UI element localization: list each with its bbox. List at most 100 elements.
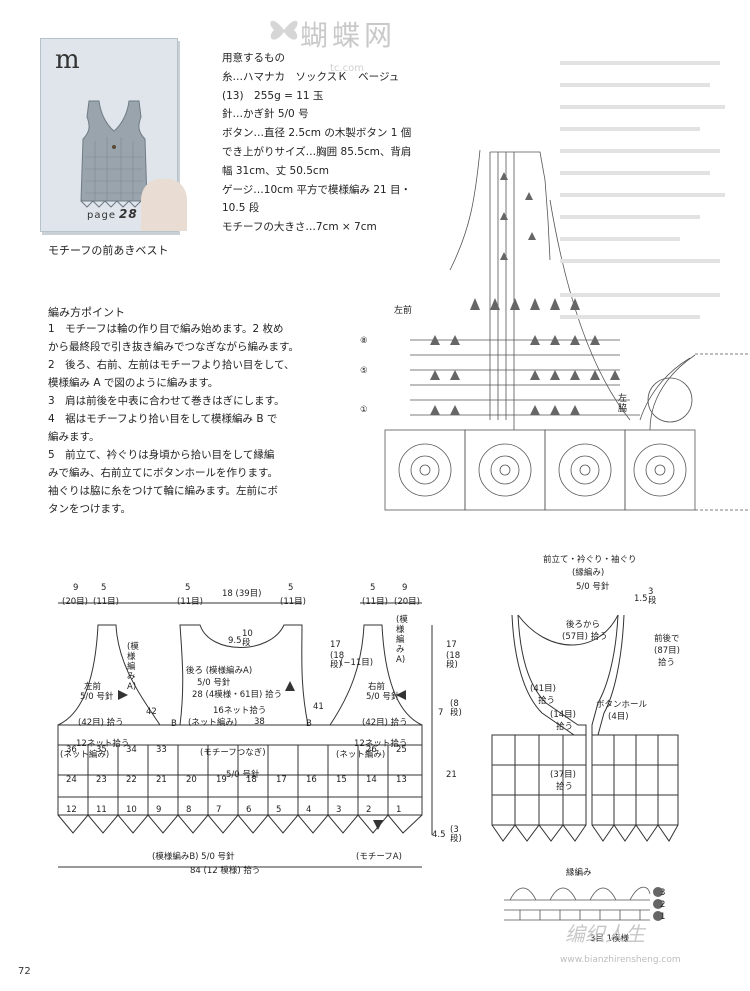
motif-cell-number: 8 bbox=[186, 805, 192, 815]
motif-cell-number: 22 bbox=[126, 775, 137, 785]
edging-base: 3目 1模様 bbox=[590, 934, 630, 944]
point-line: 袖ぐりは脇に糸をつけて輪に編みます。左前にボ bbox=[48, 485, 278, 497]
dim-a2: (18段) bbox=[330, 651, 345, 670]
edging-title: 前立て・衿ぐり・袖ぐり bbox=[543, 555, 637, 565]
motif-cell-number: 17 bbox=[276, 775, 287, 785]
back-net: (ネット編み) bbox=[188, 718, 238, 728]
edging-front37: (37目) bbox=[550, 770, 576, 780]
motif-cell-number: 15 bbox=[336, 775, 347, 785]
point-line: みで編み、右前立てにボタンホールを作ります。 bbox=[48, 467, 278, 479]
motif-cell-number: 9 bbox=[156, 805, 162, 815]
materials-line: 10.5 段 bbox=[222, 202, 260, 215]
garment-schematic bbox=[57, 602, 433, 868]
point-line: 3 肩は前後を中表に合わせて巻きはぎにします。 bbox=[48, 395, 285, 407]
point-line: タンをつけます。 bbox=[48, 503, 131, 515]
dim-c3: 5 bbox=[288, 583, 294, 593]
back-net-pickup: 16ネット拾う bbox=[213, 706, 267, 716]
motif-cell-number: 18 bbox=[246, 775, 257, 785]
materials-line: 用意するもの bbox=[222, 52, 285, 64]
dim-c2: 18 (39目) bbox=[222, 589, 262, 599]
letter-b-left: B bbox=[171, 719, 177, 729]
motif-cell-number: 38 bbox=[254, 717, 265, 727]
motif-cell-number: 4 bbox=[306, 805, 312, 815]
dim-d: 4.5 bbox=[432, 830, 446, 840]
bottom-pattern: (模様編みB) 5/0 号針 bbox=[152, 852, 235, 862]
motif-cell-number: 35 bbox=[96, 745, 107, 755]
motif-cell-number: 6 bbox=[246, 805, 252, 815]
materials-line: 糸…ハマナカ ソックスＫ ベージュ bbox=[222, 70, 400, 83]
dim-r2s: (20目) bbox=[394, 597, 420, 607]
row-mark-1: ① bbox=[360, 405, 368, 415]
dim-l2: 5 bbox=[101, 583, 107, 593]
back-needle: 5/0 号針 bbox=[197, 678, 231, 688]
motif-join: (モチーフつなぎ) bbox=[200, 748, 266, 758]
edging-back-neck3: 拾う bbox=[658, 658, 676, 668]
right-front-needle: 5/0 号針 bbox=[366, 692, 400, 702]
motif-cell-number: 3 bbox=[336, 805, 342, 815]
dim-r1s: (11目) bbox=[362, 597, 388, 607]
motif-cell-number: 41 bbox=[313, 702, 324, 712]
card-page-word: page bbox=[87, 210, 116, 221]
edging-front14: (14目) bbox=[550, 710, 576, 720]
edging-back-from2: (57目) 拾う bbox=[562, 632, 608, 642]
edging-top-dim2: 3段 bbox=[648, 587, 657, 606]
materials-line: でき上がりサイズ…胸囲 85.5cm、背肩 bbox=[222, 145, 412, 158]
dim-a: 17 bbox=[330, 640, 341, 650]
motif-cell-number: 1 bbox=[396, 805, 402, 815]
materials-line: 幅 31cm、丈 50.5cm bbox=[222, 164, 329, 177]
materials-line: (13) 255g = 11 玉 bbox=[222, 89, 324, 102]
motif-cell-number: 10 bbox=[126, 805, 137, 815]
crochet-chart-left-front bbox=[384, 149, 750, 511]
point-line: 4 裾はモチーフより拾い目をして模様編み B で bbox=[48, 413, 278, 425]
materials-line: ゲージ…10cm 平方で模様編み 21 目・ bbox=[222, 183, 412, 196]
back-neck-rows: 10段 bbox=[242, 629, 253, 648]
edging-row-2: 2 bbox=[660, 900, 666, 910]
motif-cell-number: 2 bbox=[366, 805, 372, 815]
edging-front14b: 拾う bbox=[556, 722, 574, 732]
card-letter: m bbox=[55, 45, 80, 75]
photo-caption: モチーフの前あきベスト bbox=[48, 244, 169, 257]
chart-left-side-label: 左脇 bbox=[618, 394, 628, 414]
motif-cell-number: 33 bbox=[156, 745, 167, 755]
point-line: 5 前立て、衿ぐりは身頃から拾い目をして縁編 bbox=[48, 449, 275, 461]
motif-cell-number: 36 bbox=[66, 745, 77, 755]
edging-subtitle: (縁編み) bbox=[572, 568, 605, 578]
page-number: 72 bbox=[18, 966, 31, 977]
motif-cell-number: 23 bbox=[96, 775, 107, 785]
motif-cell-number: 42 bbox=[146, 707, 157, 717]
butterfly-logo-icon bbox=[270, 20, 298, 40]
motif-cell-number: 7 bbox=[216, 805, 222, 815]
edging-needle: 5/0 号針 bbox=[576, 582, 610, 592]
bottom-dim: 84 (12 模様) 拾う bbox=[190, 866, 261, 876]
edging-schematic bbox=[491, 614, 679, 842]
motif-cell-number: 34 bbox=[126, 745, 137, 755]
motif-cell-number: 13 bbox=[396, 775, 407, 785]
right-front-name: 右前 bbox=[368, 682, 386, 692]
points-list: 1 モチーフは輪の作り目で編み始めます。2 枚め から最終段で引き抜き編みでつな… bbox=[48, 320, 316, 518]
edging-buttonhole: ボタンホール bbox=[596, 700, 648, 710]
card-page-number: 28 bbox=[118, 207, 138, 221]
dim-l2s: (11目) bbox=[93, 597, 119, 607]
points-title: 編み方ポイント bbox=[48, 306, 125, 319]
point-line: 1 モチーフは輪の作り目で編み始めます。2 枚め bbox=[48, 323, 284, 335]
point-line: から最終段で引き抜き編みでつなぎながら編みます。 bbox=[48, 341, 299, 353]
edging-front41: (41目) bbox=[530, 684, 556, 694]
edging-top-dim: 1.5 bbox=[634, 594, 648, 604]
motif-cell-number: 5 bbox=[276, 805, 282, 815]
back-name: 後ろ (模様編みA) bbox=[186, 666, 253, 676]
left-front-name: 左前 bbox=[84, 682, 102, 692]
edging-buttonhole2: (4目) bbox=[608, 712, 629, 722]
watermark-top-sub: tc.com bbox=[330, 63, 364, 74]
dim-c3s: (11目) bbox=[280, 597, 306, 607]
motif-cell-number: 14 bbox=[366, 775, 377, 785]
dim-b: 7 bbox=[438, 708, 444, 718]
back-neck-dim: 9.5 bbox=[228, 636, 242, 646]
left-front-needle: 5/0 号針 bbox=[80, 692, 114, 702]
back-rows: 28 (4模様・61目) 拾う bbox=[192, 690, 283, 700]
row-mark-5: ⑤ bbox=[360, 366, 368, 376]
dim-l1s: (20目) bbox=[62, 597, 88, 607]
edging-back-neck2: (87目) bbox=[654, 646, 680, 656]
point-line: 編みます。 bbox=[48, 431, 100, 443]
